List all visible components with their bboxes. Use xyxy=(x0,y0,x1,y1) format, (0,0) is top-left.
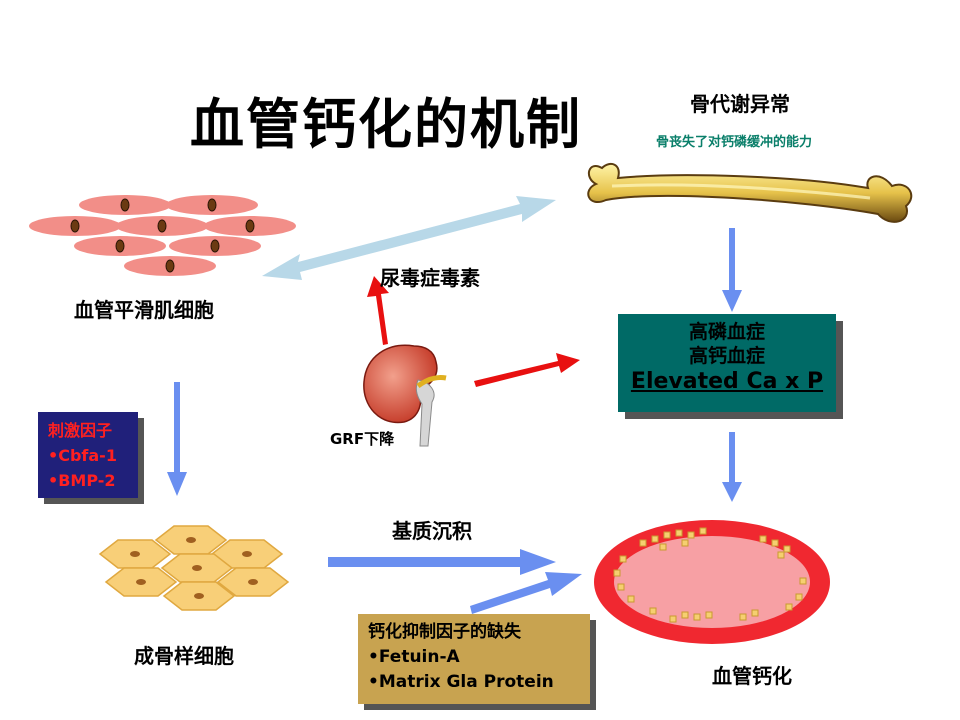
inhibitor-line-3: •Matrix Gla Protein xyxy=(368,672,554,692)
stimulus-line-1: 刺激因子 xyxy=(48,421,113,440)
bone-icon xyxy=(587,162,913,223)
bone-vsmc-arrow xyxy=(262,196,556,280)
vascular-calcification-label: 血管钙化 xyxy=(712,664,792,688)
bone-label: 骨代谢异常 xyxy=(690,92,790,116)
phosphate-line-2: 高钙血症 xyxy=(688,345,765,367)
uremic-toxin-label: 尿毒症毒素 xyxy=(380,266,480,290)
inhibitor-line-1: 钙化抑制因子的缺失 xyxy=(368,622,521,642)
grf-label: GRF下降 xyxy=(330,430,395,448)
phosphate-line-3: Elevated Ca x P xyxy=(630,369,824,394)
bone-subtitle: 骨丧失了对钙磷缓冲的能力 xyxy=(656,135,813,150)
osteoblast-label: 成骨样细胞 xyxy=(134,644,234,668)
red-arrows xyxy=(367,276,580,387)
inhibitor-line-2: •Fetuin-A xyxy=(368,647,460,667)
hyperphosphatemia-box: 高磷血症 高钙血症 Elevated Ca x P xyxy=(618,314,836,412)
calcified-vessel-icon xyxy=(594,520,830,644)
inhibitor-deficiency-box: 钙化抑制因子的缺失 •Fetuin-A •Matrix Gla Protein xyxy=(358,614,590,704)
phosphate-line-1: 高磷血症 xyxy=(688,321,765,343)
page-title: 血管钙化的机制 xyxy=(190,93,582,156)
kidney-icon xyxy=(363,344,447,447)
vsmc-label: 血管平滑肌细胞 xyxy=(74,298,214,322)
stimulus-line-2: •Cbfa-1 xyxy=(48,446,117,465)
matrix-deposition-label: 基质沉积 xyxy=(392,519,472,543)
blue-arrows xyxy=(167,228,742,614)
stimulus-line-3: •BMP-2 xyxy=(48,471,116,490)
stimulus-factor-box: 刺激因子 •Cbfa-1 •BMP-2 xyxy=(38,412,138,498)
smooth-muscle-cells-icon xyxy=(29,195,296,276)
